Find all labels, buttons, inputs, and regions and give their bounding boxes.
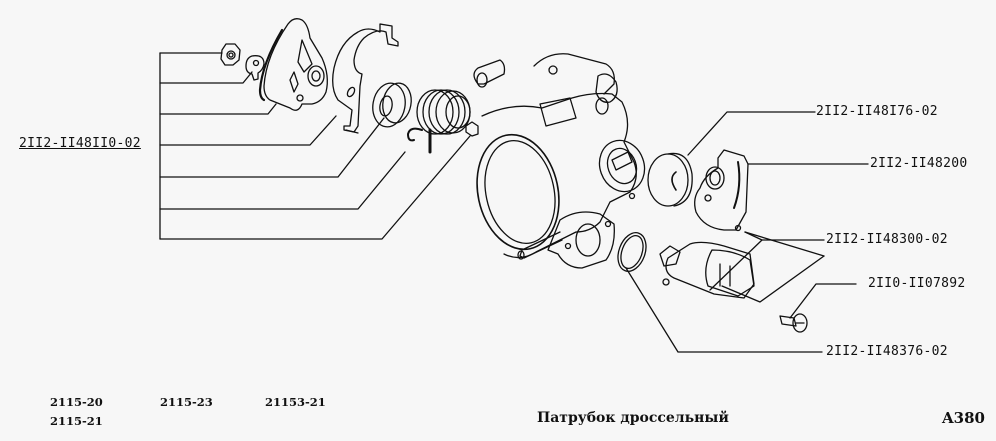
page-reference: A380 xyxy=(942,409,985,427)
o-ring-icon xyxy=(617,232,647,272)
callout-gasket-cap: 2II2-II48I76-02 xyxy=(816,104,938,119)
idle-air-control-valve-icon xyxy=(659,241,755,299)
bracket-plate-icon xyxy=(332,23,399,134)
lock-washer-icon xyxy=(245,55,265,81)
model-label: 21153-21 xyxy=(265,395,326,409)
callout-idle-regulator: 2II2-II48300-02 xyxy=(826,232,948,247)
right-leader-lines xyxy=(625,111,869,353)
bushing-icon xyxy=(372,82,412,128)
throttle-sector-icon xyxy=(258,18,328,111)
callout-left-group: 2II2-II48II0-02 xyxy=(19,136,141,151)
model-label: 2115-21 xyxy=(50,414,103,428)
model-label: 2115-20 xyxy=(50,395,103,409)
left-leader-bracket xyxy=(159,52,471,240)
callout-screw: 2II0-II07892 xyxy=(868,276,966,291)
nut-icon xyxy=(220,43,241,66)
screw-icon xyxy=(779,313,808,333)
callout-o-ring: 2II2-II48376-02 xyxy=(826,344,948,359)
seal-cap-icon xyxy=(647,152,693,207)
throttle-body-icon xyxy=(465,53,646,269)
throttle-position-sensor-icon xyxy=(694,149,749,232)
model-label: 2115-23 xyxy=(160,395,213,409)
callout-position-sensor: 2II2-II48200 xyxy=(870,156,968,171)
diagram-title: Патрубок дроссельный xyxy=(537,410,729,426)
return-spring-icon xyxy=(407,89,471,154)
